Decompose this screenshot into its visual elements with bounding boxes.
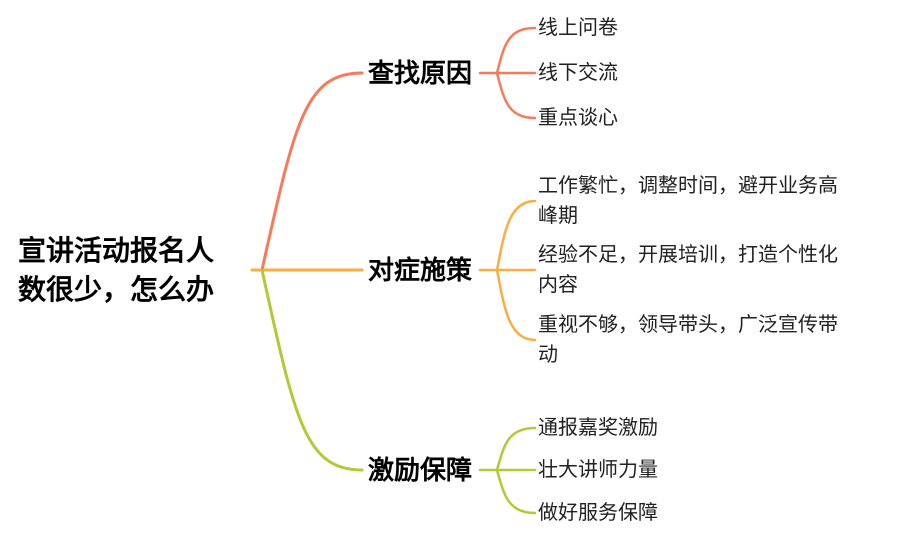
child-node-commendation-reward[interactable]: 通报嘉奖激励 xyxy=(538,417,658,439)
child-node-lack-experience-training[interactable]: 经验不足，开展培训，打造个性化内容 xyxy=(538,244,838,296)
branch1-main-line xyxy=(260,71,364,272)
child-node-offline-communication[interactable]: 线下交流 xyxy=(538,62,618,84)
branch-node-incentive-guarantee[interactable]: 激励保障 xyxy=(368,455,473,485)
branch2-down-connector xyxy=(495,268,537,342)
branch-node-targeted-measures[interactable]: 对症施策 xyxy=(368,255,473,285)
branch-node-find-cause[interactable]: 查找原因 xyxy=(368,58,473,88)
branch3-main-line xyxy=(260,268,364,472)
child-node-busy-work-adjust-time[interactable]: 工作繁忙，调整时间，避开业务高峰期 xyxy=(538,175,838,227)
child-node-key-heart-talk[interactable]: 重点谈心 xyxy=(538,107,618,129)
child-node-online-questionnaire[interactable]: 线上问卷 xyxy=(538,17,618,39)
child-node-expand-lecturer-team[interactable]: 壮大讲师力量 xyxy=(538,459,658,481)
root-node[interactable]: 宣讲活动报名人数很少，怎么办 xyxy=(18,235,215,305)
branch1-up-connector xyxy=(495,26,537,75)
branch2-up-connector xyxy=(495,199,537,272)
branch3-down-connector xyxy=(495,468,537,515)
branch3-up-connector xyxy=(495,426,537,472)
child-node-good-service-guarantee[interactable]: 做好服务保障 xyxy=(538,502,658,524)
child-node-insufficient-attention-publicity[interactable]: 重视不够，领导带头，广泛宣传带动 xyxy=(538,314,838,366)
branch1-down-connector xyxy=(495,71,537,120)
